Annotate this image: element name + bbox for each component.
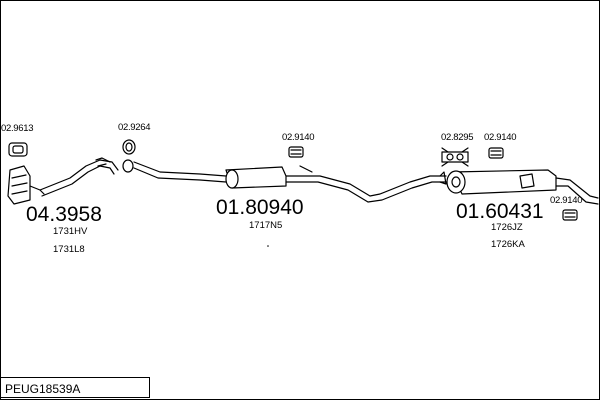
oem-code: 1726KA: [491, 239, 525, 250]
middle-silencer-part: [133, 161, 447, 203]
oem-code: 1731HV: [53, 226, 88, 237]
fitting-ref-label: 02.9140: [550, 195, 583, 206]
gasket-fitting-icon: [8, 142, 28, 157]
rubber-hanger-icon: [562, 209, 578, 221]
section-number: 01.60431: [456, 200, 544, 223]
fitting-ref-label: 02.9140: [484, 132, 517, 143]
section-number: 04.3958: [26, 203, 102, 226]
rubber-hanger-icon: [288, 146, 304, 158]
fitting-ref-label: 02.9140: [282, 132, 315, 143]
oem-code: 1731L8: [53, 244, 85, 255]
rubber-hanger-icon: [488, 147, 504, 159]
clamp-hanger-icon: [441, 147, 469, 167]
ring-fitting-icon: [122, 139, 136, 155]
fitting-ref-label: 02.8295: [441, 132, 474, 143]
model-code-label: PEUG18539A: [0, 377, 150, 398]
oem-code: 1726JZ: [491, 222, 523, 233]
section-number: 01.80940: [216, 196, 304, 219]
oem-code: 1717N5: [249, 220, 283, 231]
catalytic-converter-part: [7, 157, 119, 205]
fitting-ref-label: 02.9613: [1, 123, 34, 134]
rear-silencer-part: [439, 169, 599, 205]
fitting-ref-label: 02.9264: [118, 122, 151, 133]
